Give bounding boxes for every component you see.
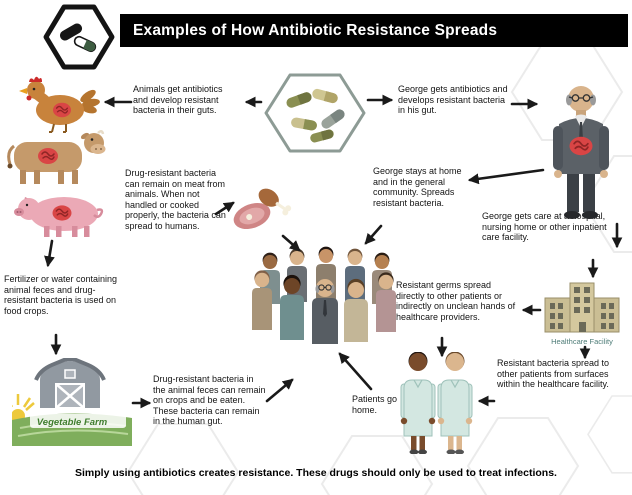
footer-message: Simply using antibiotics creates resista… xyxy=(75,467,557,479)
bacteria-icon xyxy=(51,204,73,222)
pills-hexagon-logo-icon xyxy=(42,4,116,70)
page-title: Examples of How Antibiotic Resistance Sp… xyxy=(133,21,498,39)
callout-george-gets-care: George gets care at a hospital, nursing … xyxy=(482,211,607,243)
callout-crops-eaten: Drug-resistant bacteria in the animal fe… xyxy=(153,374,266,427)
antibiotics-pills-hexagon-icon xyxy=(263,72,367,154)
chicken-icon xyxy=(16,76,104,134)
pig-icon xyxy=(12,188,106,240)
vegetable-farm-label: Vegetable Farm xyxy=(36,417,108,428)
barn-farm-icon xyxy=(1,357,132,446)
meat-icon xyxy=(228,182,294,238)
callout-animals-get-antibiotics: Animals get antibiotics and develop resi… xyxy=(133,84,223,116)
hospital-building-icon xyxy=(542,278,622,336)
cow-icon xyxy=(6,126,112,190)
callout-george-stays-home: George stays at home and in the general … xyxy=(373,166,462,208)
title-banner: Examples of How Antibiotic Resistance Sp… xyxy=(120,14,628,47)
george-man-figure-icon xyxy=(545,82,617,224)
callout-george-gets-antibiotics: George gets antibiotics and develops res… xyxy=(398,84,508,116)
callout-meat-bacteria: Drug-resistant bacteria can remain on me… xyxy=(125,168,226,232)
healthcare-facility-label: Healthcare Facility xyxy=(551,337,613,346)
bacteria-icon xyxy=(568,135,594,157)
community-crowd-icon xyxy=(252,232,398,344)
patients-in-gowns-icon xyxy=(398,351,476,455)
callout-surfaces-spread: Resistant bacteria spread to other patie… xyxy=(497,358,610,390)
callout-germs-spread-patients: Resistant germs spread directly to other… xyxy=(396,280,516,322)
bacteria-icon xyxy=(37,147,59,165)
bacteria-icon xyxy=(52,102,72,118)
george-in-crowd xyxy=(312,279,338,344)
callout-patients-go-home: Patients go home. xyxy=(352,394,398,415)
callout-fertilizer-crops: Fertilizer or water containing animal fe… xyxy=(4,274,118,316)
